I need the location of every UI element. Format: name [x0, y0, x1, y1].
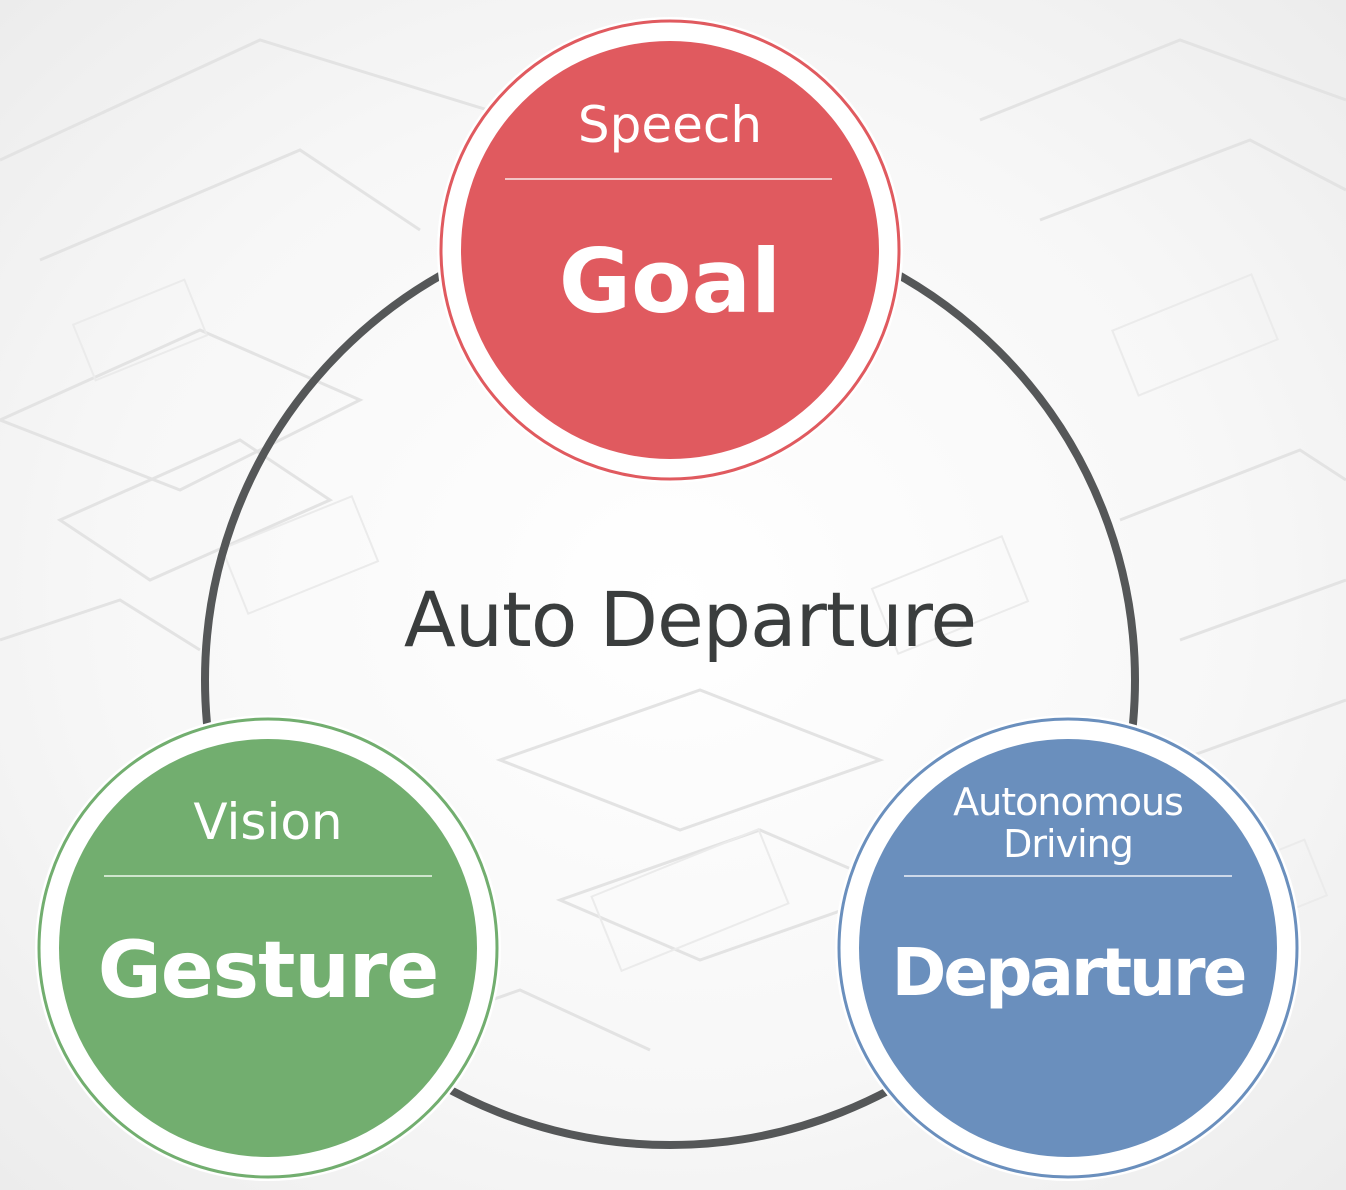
gesture-node — [35, 715, 501, 1181]
departure-subtitle-line2: Driving — [1003, 822, 1134, 866]
gesture-title: Gesture — [97, 926, 440, 1016]
departure-subtitle-line1: Autonomous — [953, 780, 1184, 824]
departure-node — [835, 715, 1301, 1181]
goal-title: Goal — [558, 230, 782, 333]
gesture-subtitle: Vision — [193, 793, 343, 851]
goal-subtitle: Speech — [577, 96, 763, 154]
center-title: Auto Departure — [403, 575, 977, 664]
departure-title: Departure — [891, 934, 1248, 1011]
goal-node — [437, 17, 903, 483]
